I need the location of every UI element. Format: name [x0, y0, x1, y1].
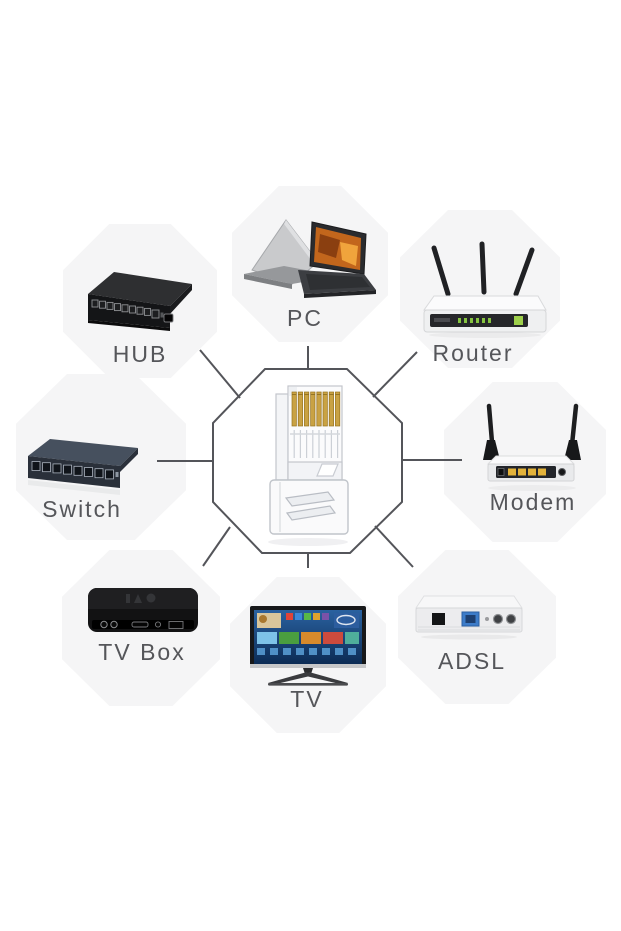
wireless-router-icon — [423, 241, 547, 338]
tile-router — [400, 210, 560, 368]
link-adsl-line — [374, 525, 414, 568]
ethernet-switch-icon — [28, 439, 138, 495]
laptops-icon — [244, 219, 376, 298]
gold-pins — [291, 391, 341, 427]
tv-set-top-box-icon — [88, 588, 198, 632]
label-tvbox: TV Box — [98, 639, 186, 665]
label-router: Router — [432, 340, 514, 366]
label-tv: TV — [290, 686, 324, 712]
network-hub-icon — [88, 272, 192, 331]
wireless-modem-icon — [483, 403, 581, 491]
label-switch: Switch — [42, 496, 122, 522]
rj45-connector-icon — [268, 385, 349, 546]
label-pc: PC — [287, 305, 323, 331]
label-modem: Modem — [489, 489, 577, 515]
smart-tv-icon — [250, 606, 366, 686]
link-tvbox-line — [202, 526, 231, 567]
label-hub: HUB — [112, 341, 168, 367]
adsl-modem-icon — [415, 595, 523, 640]
link-router-line — [372, 351, 418, 398]
label-adsl: ADSL — [437, 648, 507, 674]
link-hub-line — [199, 349, 241, 399]
